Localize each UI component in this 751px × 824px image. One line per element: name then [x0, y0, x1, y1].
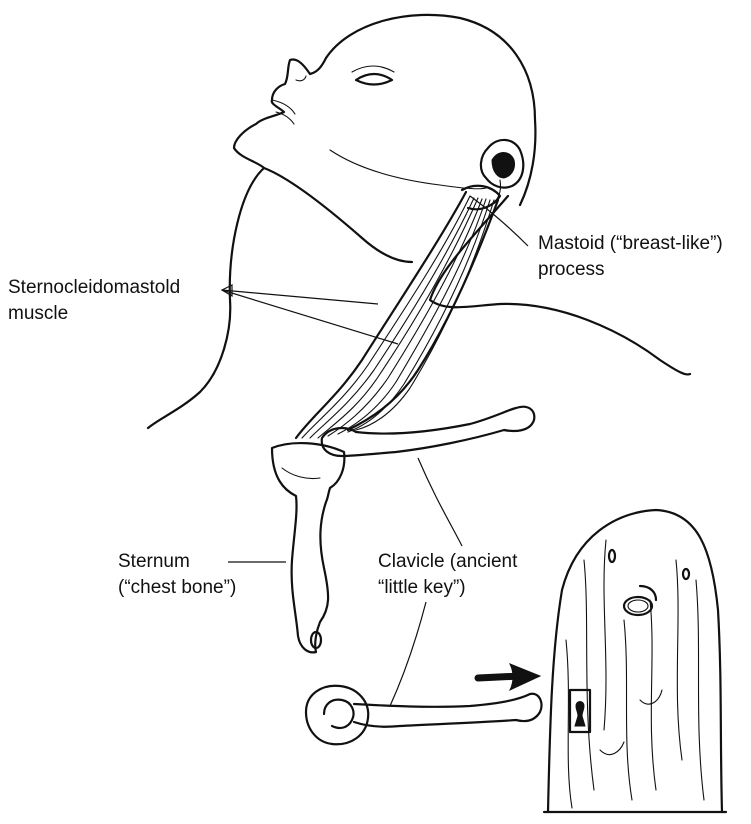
mastoid-label-line1: Mastoid (“breast-like”): [538, 232, 723, 256]
mastoid-label-line2: process: [538, 258, 605, 282]
sternum-bone: [272, 443, 344, 652]
clavicle-label-line2: “little key”): [378, 576, 466, 600]
sternum-label-line2: (“chest bone”): [118, 576, 236, 600]
clavicle-label-line1: Clavicle (ancient: [378, 550, 517, 574]
head-drawing: [234, 15, 535, 262]
ancient-key-drawing: [306, 686, 542, 745]
right-arrow-icon: [478, 664, 540, 690]
wooden-door-drawing: [544, 510, 726, 812]
door-ring-icon: [624, 586, 656, 615]
scm-label-line2: muscle: [8, 302, 68, 326]
leader-lines: [222, 196, 528, 706]
sternocleidomastoid-muscle: [296, 186, 500, 438]
scm-label-line1: Sternocleidomastold: [8, 276, 180, 300]
clavicle-bone: [322, 407, 535, 456]
sternum-label-line1: Sternum: [118, 550, 190, 574]
neck-outline: [148, 168, 690, 428]
